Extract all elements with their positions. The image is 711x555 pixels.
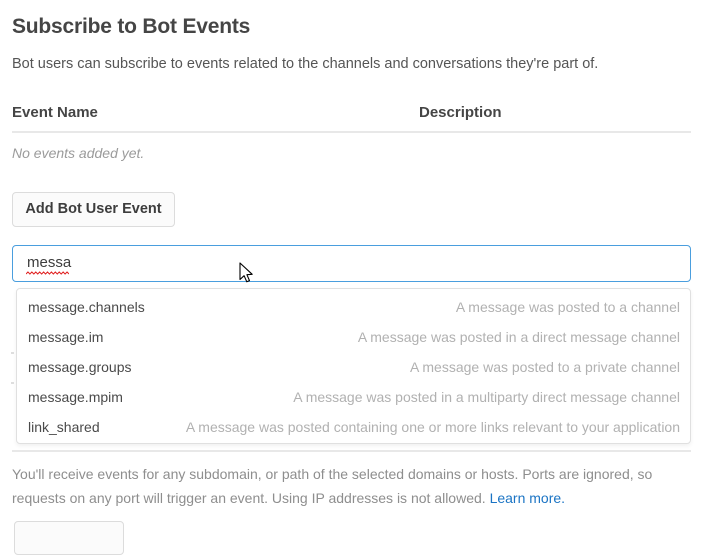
- dropdown-option-name: link_shared: [28, 419, 100, 435]
- dropdown-option-description: A message was posted containing one or m…: [185, 419, 680, 435]
- table-header-divider: [12, 131, 691, 133]
- dropdown-option-name: message.im: [28, 329, 104, 345]
- dropdown-option-description: A message was posted in a multiparty dir…: [293, 389, 680, 405]
- dropdown-option-name: message.groups: [28, 359, 132, 375]
- events-table-empty-message: No events added yet.: [12, 145, 145, 161]
- dropdown-option-name: message.mpim: [28, 389, 123, 405]
- dropdown-option-name: message.channels: [28, 299, 145, 315]
- footer-action-button[interactable]: [14, 521, 124, 555]
- dropdown-option[interactable]: message.mpim A message was posted in a m…: [17, 382, 690, 412]
- events-table-header: Event Name Description: [12, 104, 691, 122]
- dropdown-option[interactable]: message.channels A message was posted to…: [17, 292, 690, 322]
- event-search-input[interactable]: [12, 245, 691, 282]
- dropdown-option[interactable]: message.groups A message was posted to a…: [17, 352, 690, 382]
- dropdown-option[interactable]: link_shared A message was posted contain…: [17, 412, 690, 442]
- footer-note: You'll receive events for any subdomain,…: [12, 462, 684, 510]
- form-edge-artifact: [11, 382, 14, 384]
- column-header-event-name: Event Name: [12, 104, 98, 121]
- page-subtitle: Bot users can subscribe to events relate…: [12, 56, 599, 72]
- event-autocomplete-dropdown[interactable]: message.channels A message was posted to…: [16, 288, 691, 444]
- dropdown-option[interactable]: message.im A message was posted in a dir…: [17, 322, 690, 352]
- form-edge-artifact: [11, 352, 14, 354]
- subscribe-bot-events-page: Subscribe to Bot Events Bot users can su…: [11, 15, 691, 555]
- section-divider: [12, 450, 691, 452]
- learn-more-link[interactable]: Learn more.: [489, 490, 566, 506]
- add-bot-user-event-button[interactable]: Add Bot User Event: [12, 192, 175, 227]
- dropdown-option-description: A message was posted to a private channe…: [409, 359, 680, 375]
- footer-note-text: You'll receive events for any subdomain,…: [12, 466, 653, 506]
- column-header-description: Description: [419, 104, 502, 121]
- page-title: Subscribe to Bot Events: [12, 15, 251, 38]
- dropdown-option-description: A message was posted to a channel: [455, 299, 680, 315]
- dropdown-option-description: A message was posted in a direct message…: [357, 329, 680, 345]
